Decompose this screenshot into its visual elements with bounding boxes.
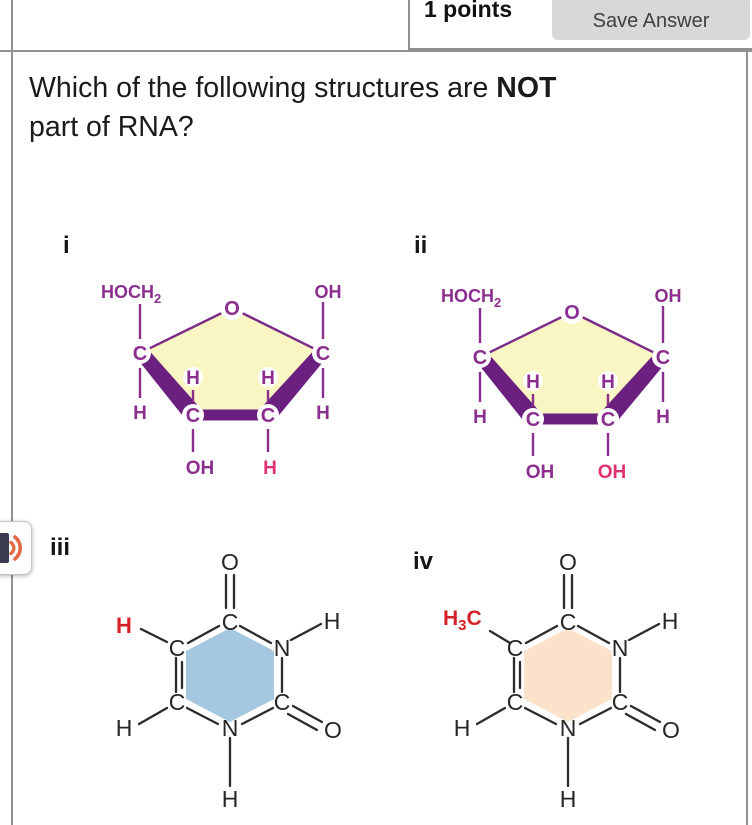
atom-n-top-right: N xyxy=(612,635,629,661)
atom-oh-bottom-left: OH xyxy=(186,458,215,479)
atom-ring-o: O xyxy=(564,302,580,324)
atom-o-top: O xyxy=(559,549,577,575)
atom-h-outer-right: H xyxy=(656,407,670,428)
panel-left-border xyxy=(11,0,13,825)
structure-iv-label: iv xyxy=(413,548,434,575)
atom-n-bottom: N xyxy=(560,715,577,741)
atom-h-bottom: H xyxy=(222,786,239,812)
atom-c-right: C xyxy=(316,343,330,365)
atom-c-top: C xyxy=(560,609,577,635)
atom-h-inner-right: H xyxy=(261,368,275,389)
atom-o-top: O xyxy=(221,549,239,575)
atom-h3c-methyl: H3C xyxy=(443,607,482,634)
atom-c-bottom-left: C xyxy=(526,409,540,431)
atom-c-top-left: C xyxy=(169,635,186,661)
structure-ii-label: ii xyxy=(414,232,428,259)
atom-o-bottom-right: O xyxy=(662,717,680,743)
atom-h-inner-right: H xyxy=(601,372,615,393)
atom-h-top-right: H xyxy=(662,608,679,634)
structure-iii-label: iii xyxy=(50,534,71,561)
atom-c-left: C xyxy=(133,343,147,365)
atom-hoch2: HOCH2 xyxy=(101,282,161,306)
atom-c-bottom-right: C xyxy=(274,689,291,715)
sugar-ring xyxy=(475,310,668,425)
atom-h-outer-left: H xyxy=(473,407,487,428)
substituent-bonds xyxy=(138,302,325,452)
atom-halos xyxy=(469,300,674,430)
atom-c-bottom-right: C xyxy=(261,405,275,427)
ring-fill xyxy=(524,628,612,722)
atom-hoch2: HOCH2 xyxy=(441,286,501,310)
structure-iv-thymine: O C C N C C N H3C H H O H xyxy=(443,549,680,812)
atom-h-bottom-right-pink: H xyxy=(263,458,277,479)
save-answer-button[interactable]: Save Answer xyxy=(552,0,750,40)
atom-c-bottom-left: C xyxy=(186,405,200,427)
panel-top-border xyxy=(0,50,752,52)
atom-n-top-right: N xyxy=(274,635,291,661)
bonds xyxy=(137,573,324,788)
question-prefix: Which of the following structures are xyxy=(29,72,497,104)
speaker-icon xyxy=(0,533,23,563)
bonds xyxy=(475,573,662,788)
structure-i-label: i xyxy=(63,232,70,259)
atom-h-bottom-left: H xyxy=(454,715,471,741)
atom-o-bottom-right: O xyxy=(324,717,342,743)
atom-h-bottom-left: H xyxy=(116,715,133,741)
atom-h-top-right: H xyxy=(324,608,341,634)
atom-c-bottom-left: C xyxy=(507,689,524,715)
question-not-emphasis: NOT xyxy=(496,72,557,104)
atom-c-top-left: C xyxy=(507,635,524,661)
atom-halos xyxy=(129,296,334,426)
atom-c-left: C xyxy=(473,347,487,369)
sugar-ring xyxy=(135,306,328,421)
atom-c-bottom-right: C xyxy=(612,689,629,715)
atom-h-inner-left: H xyxy=(526,372,540,393)
question-header-box: 1 points Save Answer xyxy=(408,0,752,50)
atom-h-red-left: H xyxy=(116,613,132,638)
question-line2: part of RNA? xyxy=(29,111,194,143)
atom-h-outer-right: H xyxy=(316,403,330,424)
atom-h-bottom: H xyxy=(560,786,577,812)
atom-oh-bottom-left: OH xyxy=(526,462,555,483)
question-text: Which of the following structures are NO… xyxy=(29,69,689,147)
panel-right-border xyxy=(746,50,748,825)
atom-c-right: C xyxy=(656,347,670,369)
atom-c-top: C xyxy=(222,609,239,635)
atom-n-bottom: N xyxy=(222,715,239,741)
atom-h-outer-left: H xyxy=(133,403,147,424)
atom-oh-top: OH xyxy=(315,282,342,302)
atom-c-bottom-left: C xyxy=(169,689,186,715)
atom-h-inner-left: H xyxy=(186,368,200,389)
points-label: 1 points xyxy=(424,0,513,22)
structure-ii-ribose: HOCH2 OH O C C C C H H H H OH OH xyxy=(441,286,682,483)
audio-button[interactable] xyxy=(0,521,32,575)
atom-ring-o: O xyxy=(224,298,240,320)
atom-oh-top: OH xyxy=(655,286,682,306)
structure-iii-uracil: O C C N C C N H H H O H xyxy=(116,549,342,812)
ring-fill xyxy=(186,628,274,722)
substituent-bonds xyxy=(478,306,665,456)
structure-i-deoxyribose: HOCH2 OH O C C C C H H H H OH H xyxy=(101,282,342,479)
atom-c-bottom-right: C xyxy=(601,409,615,431)
atom-oh-bottom-right-pink: OH xyxy=(598,462,627,483)
